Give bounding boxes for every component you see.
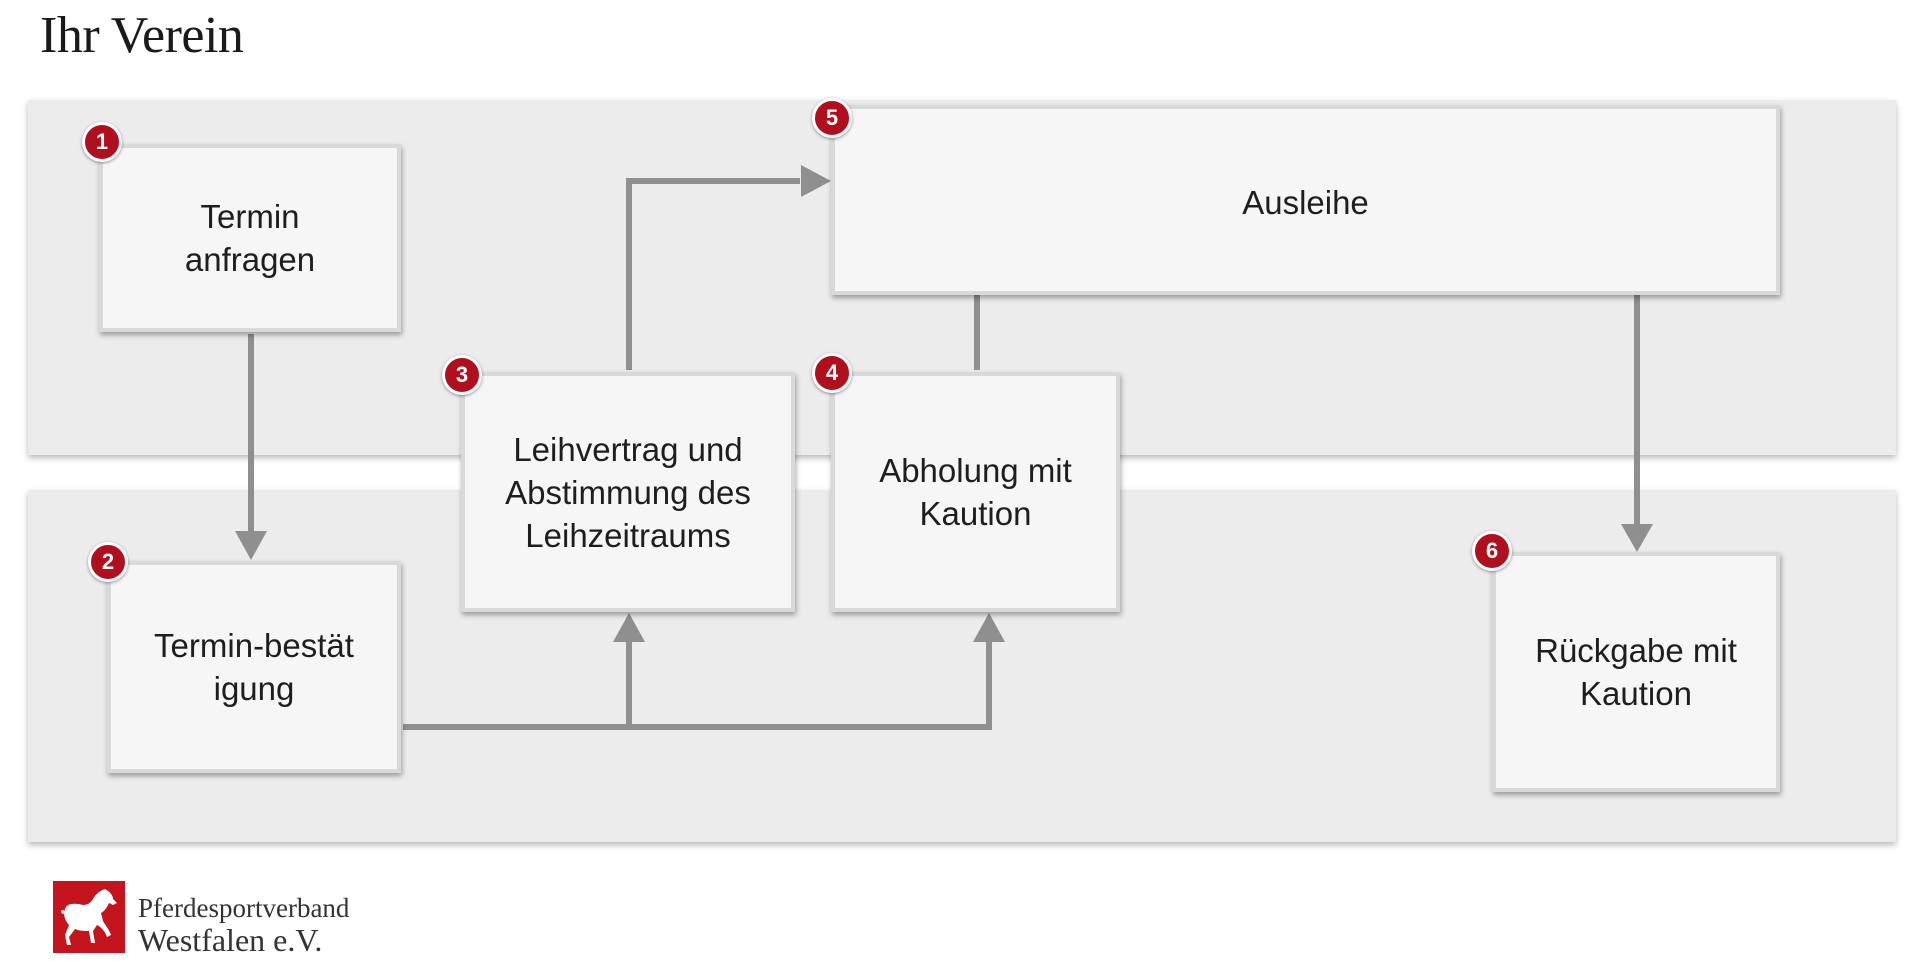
step-label-2: Termin-bestätigung: [154, 627, 354, 707]
step-label-5: Ausleihe: [1242, 184, 1369, 221]
page-title: Ihr Verein: [40, 7, 244, 64]
step-box-4: Abholung mit Kaution: [831, 372, 1120, 612]
arrowhead-5-6: [1621, 524, 1653, 552]
logo-line-2: Westfalen e.V.: [138, 922, 323, 958]
connector-3-5: [626, 178, 800, 370]
step-badge-4: 4: [812, 353, 852, 393]
step-box-1: Termin anfragen: [99, 144, 401, 332]
step-label-3: Leihvertrag und Abstimmung des Leihzeitr…: [505, 430, 751, 554]
arrowhead-2-3: [613, 613, 645, 642]
step-box-5: Ausleihe: [831, 105, 1780, 295]
step-box-3: Leihvertrag und Abstimmung des Leihzeitr…: [461, 372, 795, 612]
step-box-2: Termin-bestätigung: [107, 561, 401, 773]
horse-icon: [61, 889, 117, 945]
arrowhead-3-5: [801, 165, 831, 197]
logo-line-1: Pferdesportverband: [138, 893, 350, 923]
step-label-4: Abholung mit Kaution: [879, 452, 1072, 532]
step-badge-1: 1: [82, 122, 122, 162]
step-label-1: Termin anfragen: [184, 198, 316, 278]
logo: [53, 881, 125, 953]
arrowhead-1-2: [235, 531, 267, 560]
logo-text: Pferdesportverband Westfalen e.V.: [138, 893, 349, 957]
step-box-6: Rückgabe mit Kaution: [1492, 552, 1780, 792]
step-badge-3: 3: [442, 355, 482, 395]
step-label-6: Rückgabe mit Kaution: [1535, 632, 1737, 712]
connector-2-3-4: [403, 640, 992, 730]
arrowhead-2-4: [973, 613, 1005, 642]
step-badge-2: 2: [88, 542, 128, 582]
step-badge-6: 6: [1472, 531, 1512, 571]
step-badge-5: 5: [812, 98, 852, 138]
